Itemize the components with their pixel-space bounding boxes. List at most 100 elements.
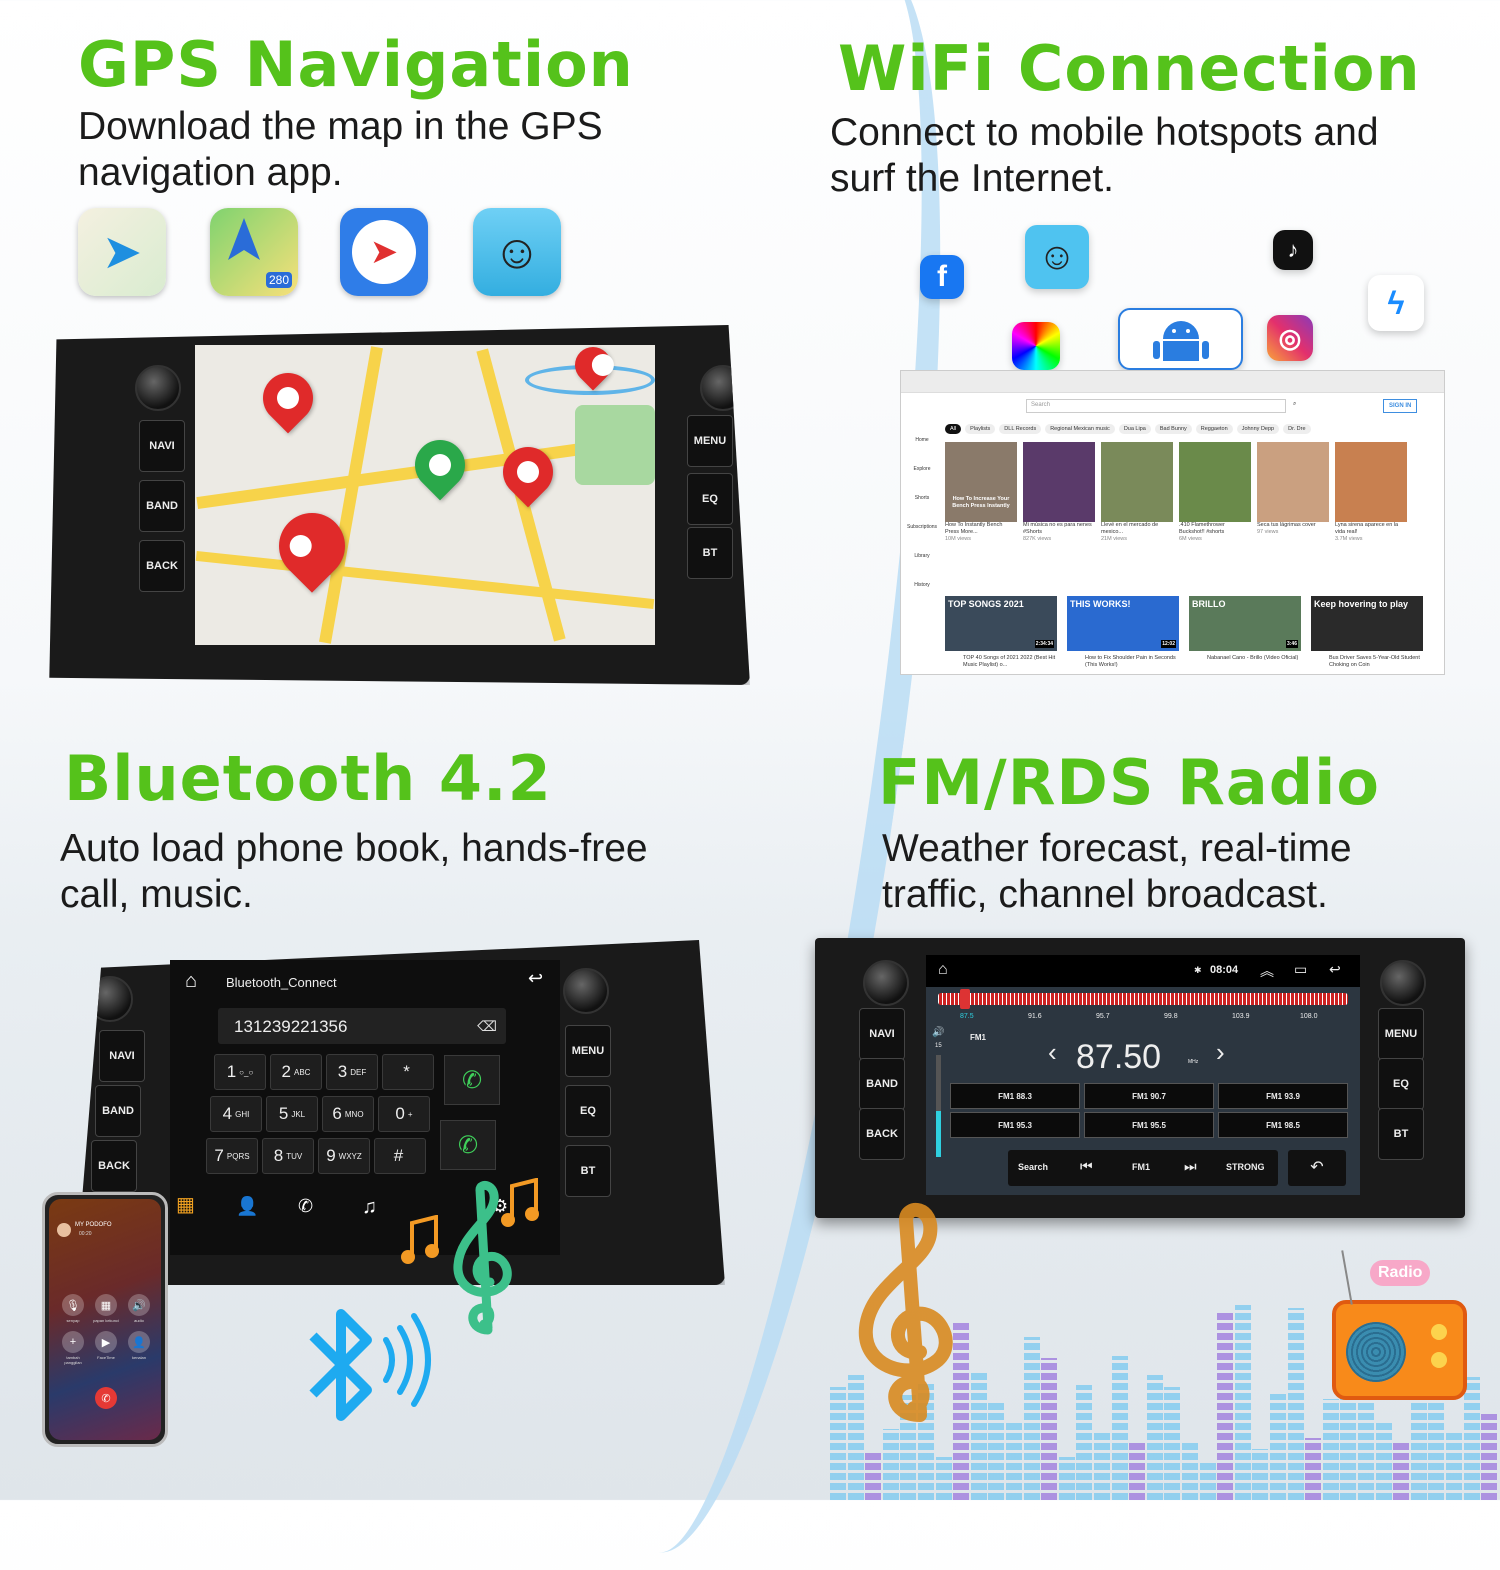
video-title[interactable]: Lyna sirena aparece en la vida real!	[1335, 522, 1399, 535]
video-title[interactable]: Seca tus lágrimas cover	[1257, 522, 1316, 528]
tuning-scale[interactable]	[938, 993, 1348, 1005]
keypad-key[interactable]: 0+	[378, 1096, 430, 1132]
menu-button[interactable]: MENU	[565, 1025, 611, 1077]
eq-button[interactable]: EQ	[1378, 1058, 1424, 1110]
home-icon[interactable]: ⌂	[938, 961, 948, 978]
keypad-key[interactable]: *	[382, 1054, 434, 1090]
facetime-button[interactable]: ▶	[95, 1331, 117, 1353]
search-icon[interactable]: ⌕	[1293, 401, 1297, 407]
add-call-button[interactable]: +	[62, 1331, 84, 1353]
band-button[interactable]: BAND	[859, 1058, 905, 1110]
bt-button[interactable]: BT	[687, 527, 733, 579]
volume-slider[interactable]	[936, 1055, 941, 1157]
video-thumbnail[interactable]: How To Increase Your Bench Press Instant…	[945, 442, 1017, 522]
video-thumbnail[interactable]	[1335, 442, 1407, 522]
chip[interactable]: Regional Mexican music	[1045, 424, 1115, 434]
preset-button[interactable]: FM1 95.3	[950, 1112, 1080, 1138]
video-title[interactable]: Llevé en el mercado de mexico...	[1101, 522, 1159, 535]
keypad-button[interactable]: ▦	[95, 1294, 117, 1316]
back-button[interactable]: BACK	[859, 1108, 905, 1160]
video-title[interactable]: .410 Flamethrower Buckshot!! #shorts	[1179, 522, 1225, 535]
call-log-icon[interactable]: ✆	[298, 1196, 314, 1216]
home-pin[interactable]	[404, 429, 476, 501]
strong-button[interactable]: STRONG	[1226, 1162, 1265, 1172]
nav-subscriptions[interactable]: Subscriptions	[906, 524, 937, 530]
volume-knob[interactable]	[135, 365, 181, 411]
nav-library[interactable]: Library	[914, 553, 930, 559]
back-icon[interactable]: ↩	[1329, 961, 1341, 977]
band-button[interactable]: BAND	[139, 480, 185, 532]
short-video-card[interactable]: Llevé en el mercado de mexico...21M view…	[1101, 442, 1173, 543]
preset-button[interactable]: FM1 90.7	[1084, 1083, 1214, 1109]
video-title[interactable]: Mi música no es para nenes #Shorts	[1023, 522, 1092, 535]
short-video-card[interactable]: Lyna sirena aparece en la vida real!3.7M…	[1335, 442, 1407, 543]
nav-explore[interactable]: Explore	[913, 466, 931, 472]
sign-in-button[interactable]: SIGN IN	[1383, 399, 1418, 413]
location-pin[interactable]	[252, 362, 324, 434]
preset-button[interactable]: FM1 93.9	[1218, 1083, 1348, 1109]
video-title[interactable]: Nabanael Cano - Brillo (Video Oficial)	[1207, 655, 1299, 661]
return-button[interactable]: ↶	[1288, 1150, 1346, 1186]
menu-button[interactable]: MENU	[1378, 1008, 1424, 1060]
menu-button[interactable]: MENU	[687, 415, 733, 467]
video-title[interactable]: How to Fix Shoulder Pain in Seconds (Thi…	[1085, 655, 1176, 668]
bt-button[interactable]: BT	[565, 1145, 611, 1197]
tune-knob[interactable]	[563, 968, 609, 1014]
keypad-key[interactable]: 1○_○	[214, 1054, 266, 1090]
video-thumbnail[interactable]: Keep hovering to play	[1311, 596, 1423, 651]
video-title[interactable]: Bus Driver Saves 5-Year-Old Student Chok…	[1329, 655, 1420, 668]
bt-button[interactable]: BT	[1378, 1108, 1424, 1160]
music-icon[interactable]: ♫	[362, 1196, 377, 1218]
redial-button[interactable]: ✆	[440, 1120, 496, 1170]
video-thumbnail[interactable]	[1101, 442, 1173, 522]
chip[interactable]: Dr. Dre	[1283, 424, 1311, 434]
next-station-button[interactable]: ›	[1216, 1037, 1225, 1067]
seek-forward-icon[interactable]: ⏭	[1184, 1158, 1197, 1174]
nav-home[interactable]: Home	[915, 437, 929, 443]
navi-button[interactable]: NAVI	[99, 1030, 145, 1082]
preset-button[interactable]: FM1 95.5	[1084, 1112, 1214, 1138]
keypad-key[interactable]: #	[374, 1138, 426, 1174]
chip[interactable]: Reggaeton	[1195, 424, 1233, 434]
prev-station-button[interactable]: ‹	[1048, 1037, 1057, 1067]
band-button[interactable]: BAND	[95, 1085, 141, 1137]
tuning-needle[interactable]	[960, 989, 970, 1009]
video-thumbnail[interactable]	[1023, 442, 1095, 522]
video-thumbnail[interactable]: THIS WORKS!12:02	[1067, 596, 1179, 651]
chip[interactable]: Johnny Depp	[1236, 424, 1280, 434]
seek-back-icon[interactable]: ⏮	[1080, 1158, 1093, 1174]
tune-knob[interactable]	[1380, 960, 1426, 1006]
dial-number-field[interactable]: 131239221356	[218, 1008, 468, 1044]
video-title[interactable]: How To Instantly Bench Press More...	[945, 522, 1003, 535]
search-input[interactable]: Search	[1026, 399, 1286, 413]
chip[interactable]: Bad Bunny	[1154, 424, 1192, 434]
volume-knob[interactable]	[863, 960, 909, 1006]
chip[interactable]: DLL Records	[999, 424, 1042, 434]
call-button[interactable]: ✆	[444, 1055, 500, 1105]
search-button[interactable]: Search	[1018, 1162, 1049, 1172]
home-icon[interactable]: ⌂	[185, 970, 198, 992]
end-call-button[interactable]: ✆	[95, 1387, 117, 1409]
dialpad-icon[interactable]: ▦	[176, 1194, 195, 1216]
nav-shorts[interactable]: Shorts	[914, 495, 930, 501]
preset-button[interactable]: FM1 88.3	[950, 1083, 1080, 1109]
eq-button[interactable]: EQ	[687, 473, 733, 525]
video-thumbnail[interactable]	[1179, 442, 1251, 522]
preset-button[interactable]: FM1 98.5	[1218, 1112, 1348, 1138]
back-button[interactable]: BACK	[91, 1140, 137, 1192]
band-button[interactable]: FM1	[1132, 1162, 1150, 1172]
video-title[interactable]: TOP 40 Songs of 2021 2022 (Best Hit Musi…	[963, 655, 1056, 668]
video-thumbnail[interactable]	[1257, 442, 1329, 522]
chip[interactable]: Playlists	[965, 424, 996, 434]
